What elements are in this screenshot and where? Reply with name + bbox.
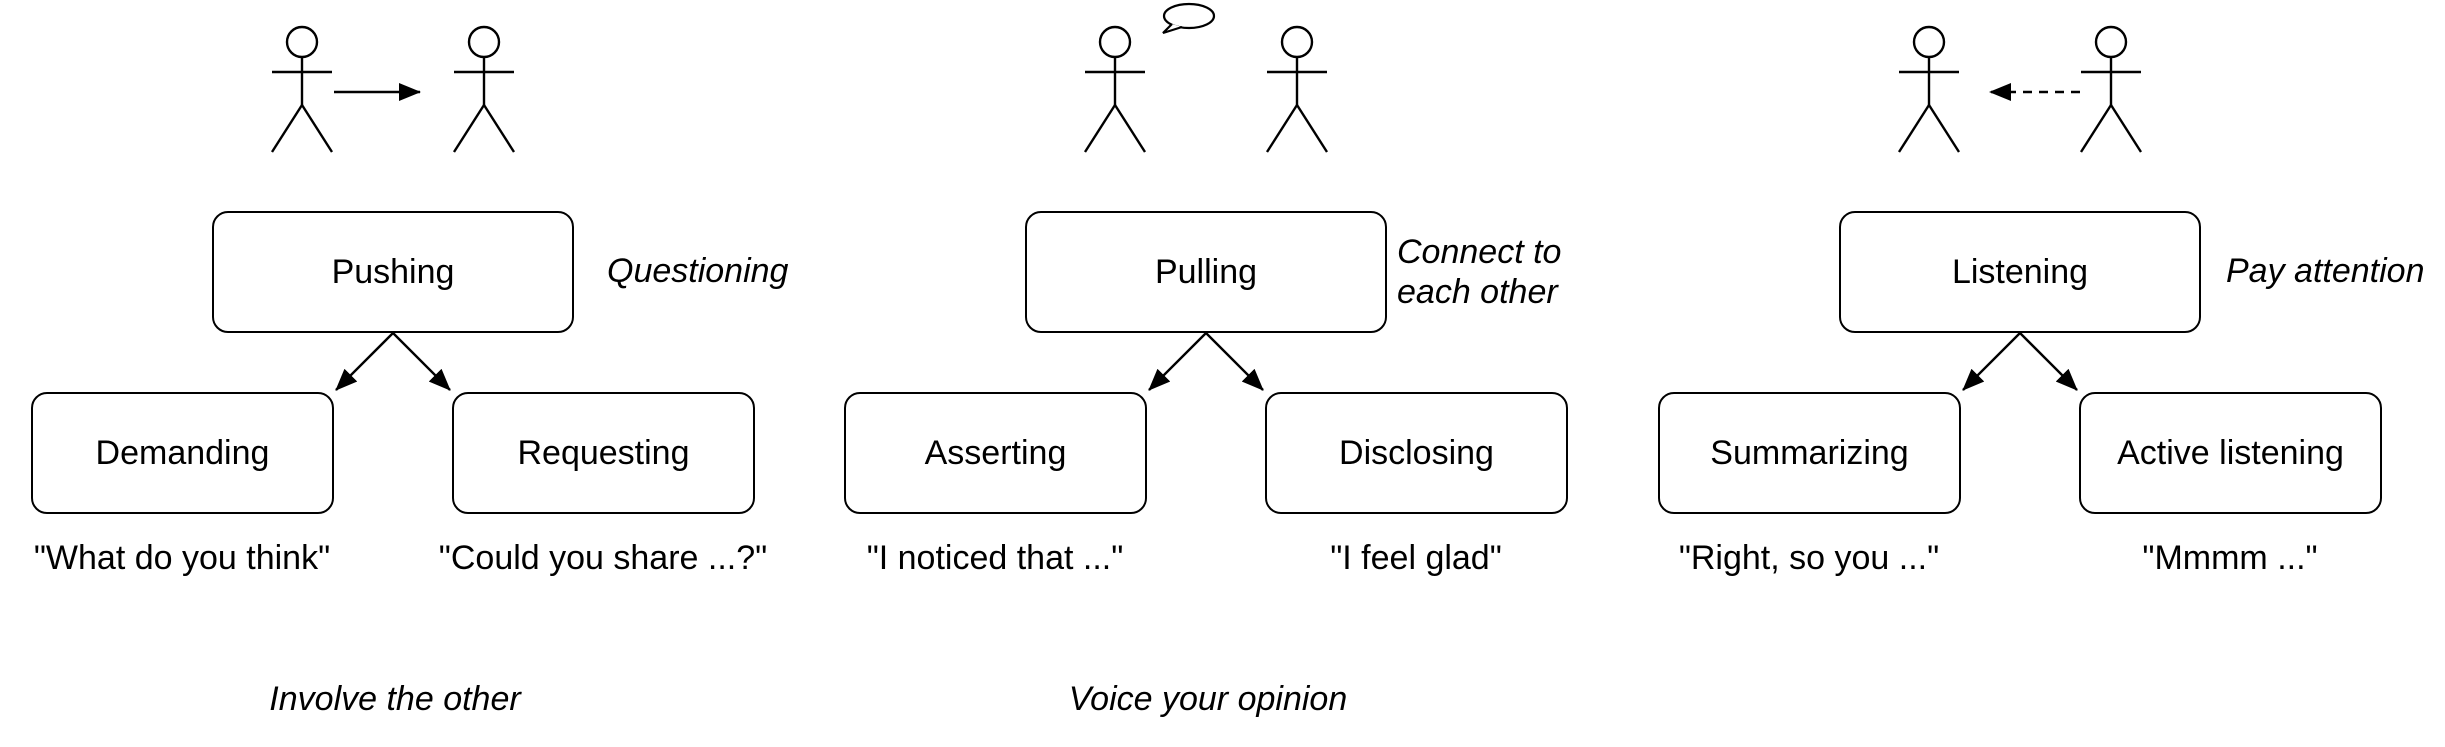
connector-arrow [1205, 332, 1264, 391]
node-active-listening: Active listening [2079, 392, 2382, 514]
quote-text: "What do you think" [33, 539, 331, 577]
node-demanding: Demanding [31, 392, 334, 514]
node-label: Disclosing [1339, 433, 1494, 472]
person-icon [1083, 25, 1147, 154]
person-icon [1265, 25, 1329, 154]
node-pulling: Pulling [1025, 211, 1387, 333]
node-label: Pushing [331, 252, 455, 291]
node-label: Demanding [95, 433, 270, 472]
node-label: Active listening [2117, 433, 2344, 472]
connector-arrow [1962, 332, 2021, 391]
quote-text: "I noticed that ..." [866, 539, 1124, 577]
speech-bubble-icon [1162, 2, 1216, 35]
caption-text: Involve the other [269, 680, 521, 718]
connector-arrow [1148, 332, 1207, 391]
node-label: Pulling [1154, 252, 1258, 291]
quote-text: "Could you share ...?" [438, 539, 768, 577]
quote-text: "I feel glad" [1330, 539, 1502, 577]
connector-arrow [2019, 332, 2078, 391]
node-label: Requesting [517, 433, 690, 472]
note-line: Connect to [1397, 233, 1562, 271]
node-disclosing: Disclosing [1265, 392, 1568, 514]
person-icon [452, 25, 516, 154]
note-text: Connect to each other [1397, 232, 1561, 312]
person-icon [1897, 25, 1961, 154]
node-label: Listening [1951, 252, 2089, 291]
note-text: Questioning [607, 252, 789, 290]
node-label: Summarizing [1710, 433, 1909, 472]
connector-arrow [392, 332, 451, 391]
note-text: Pay attention [2226, 252, 2425, 290]
node-summarizing: Summarizing [1658, 392, 1961, 514]
node-requesting: Requesting [452, 392, 755, 514]
quote-text: "Right, so you ..." [1678, 539, 1940, 577]
note-line: each other [1397, 273, 1558, 311]
person-icon [2079, 25, 2143, 154]
quote-text: "Mmmm ..." [2142, 539, 2318, 577]
node-label: Asserting [924, 433, 1067, 472]
caption-text: Voice your opinion [1068, 680, 1348, 718]
connector-arrow [335, 332, 394, 391]
node-listening: Listening [1839, 211, 2201, 333]
node-pushing: Pushing [212, 211, 574, 333]
node-asserting: Asserting [844, 392, 1147, 514]
person-icon [270, 25, 334, 154]
